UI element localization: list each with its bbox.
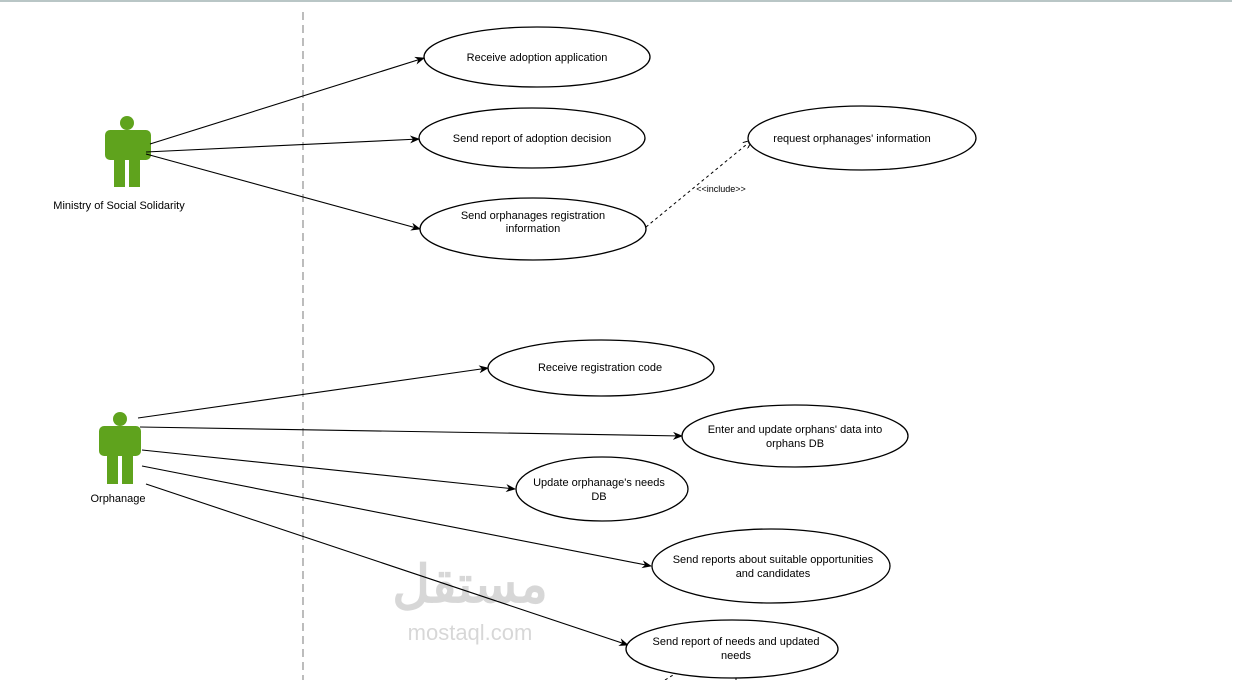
svg-text:Receive registration code: Receive registration code [538, 362, 662, 374]
actor-orphanage-icon[interactable] [99, 412, 141, 484]
use-case-send-registration-info[interactable]: Send orphanages registration information [419, 197, 647, 261]
associations [137, 56, 752, 680]
svg-text:request orphanages' informati: request orphanages' information [773, 133, 930, 145]
use-case-request-orphanages-info[interactable]: request orphanages' information [747, 105, 977, 171]
use-case-update-needs-db[interactable]: Update orphanage's needs DB [515, 456, 689, 522]
svg-text:Update orphanage's needs: Update orphanage's needs [533, 477, 665, 489]
actor-orphanage-label: Orphanage [90, 493, 145, 505]
svg-text:Send report of needs and updat: Send report of needs and updated [653, 636, 820, 648]
svg-text:DB: DB [591, 491, 606, 503]
svg-text:Send report of adoption decisi: Send report of adoption decision [453, 133, 611, 145]
svg-text:orphans DB: orphans DB [766, 438, 824, 450]
watermark-latin: mostaql.com [408, 620, 533, 645]
watermark-arabic: مستقل [392, 556, 548, 614]
use-case-receive-adoption-application[interactable]: Receive adoption application [423, 26, 651, 88]
use-case-send-suitable-opportunities[interactable]: Send reports about suitable opportunitie… [651, 528, 891, 604]
svg-text:needs: needs [721, 650, 751, 662]
use-case-receive-registration-code[interactable]: Receive registration code [487, 339, 715, 397]
svg-text:Receive adoption application: Receive adoption application [467, 52, 608, 64]
svg-text:Send reports about suitable op: Send reports about suitable opportunitie… [673, 554, 874, 566]
include-label: <<include>> [696, 184, 746, 194]
actor-ministry-icon[interactable] [105, 116, 151, 187]
use-case-send-adoption-decision[interactable]: Send report of adoption decision [418, 107, 646, 169]
svg-text:Send orphanages registration: Send orphanages registration [461, 210, 605, 222]
svg-text:information: information [506, 223, 560, 235]
actor-ministry-label: Ministry of Social Solidarity [53, 200, 185, 212]
svg-text:Enter and update orphans' data: Enter and update orphans' data into [708, 424, 883, 436]
use-case-send-needs-report[interactable]: Send report of needs and updated needs [625, 619, 839, 679]
svg-text:and candidates: and candidates [736, 568, 811, 580]
include-relation [645, 140, 752, 228]
use-case-enter-update-orphans-data[interactable]: Enter and update orphans' data into orph… [681, 404, 909, 468]
